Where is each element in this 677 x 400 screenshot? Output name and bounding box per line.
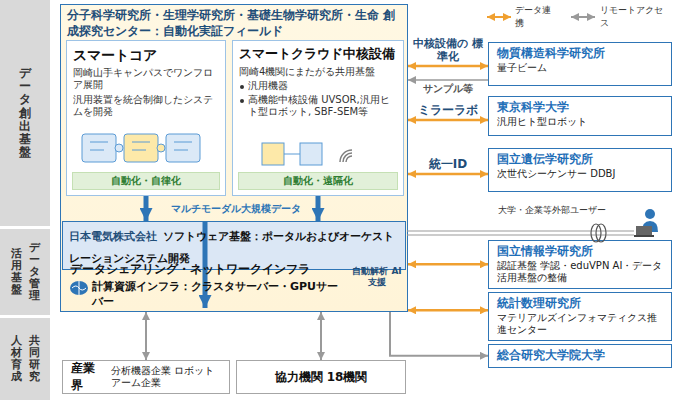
connector — [408, 173, 488, 176]
partner-box: 国立情報学研究所認証基盤 学認・eduVPN AI・データ活用基盤の整備 — [488, 240, 672, 289]
edge-label: サンプル等 — [410, 83, 486, 95]
partner-box: 総合研究大学院大学 — [488, 344, 672, 368]
connector — [203, 221, 208, 308]
node-text: 次世代シーケンサー DDBJ — [497, 168, 663, 181]
legend-text: データ連携 — [515, 4, 558, 30]
industry-box: 産業界分析機器企業 ロボットアーム企業 — [62, 360, 230, 394]
node-text: 東京科学大学 — [497, 100, 663, 116]
node-text: 汎用装置を統合制御したシステムを開発 — [73, 94, 219, 118]
node-text: 協力機関 18機関 — [275, 369, 368, 386]
partner-box: 統計数理研究所マテリアルズインフォマティクス推進センター — [488, 292, 672, 341]
node-text: 汎用ヒト型ロボット — [497, 116, 663, 129]
side-label: 共同研究 — [29, 335, 40, 383]
node-text: 岡崎山手キャンパスでワンフロア展開 — [73, 67, 219, 91]
node-text: 自動化・自律化 — [73, 173, 219, 189]
partner-org-box: 協力機関 18機関 — [236, 360, 406, 394]
node-text: データシェアリング・ネットワークインフラ — [70, 261, 340, 277]
connector — [408, 119, 488, 122]
remote-link — [407, 224, 634, 242]
node-text: 物質構造科学研究所 — [497, 46, 663, 62]
side-label: データ創出基盤 — [19, 67, 31, 159]
feature-tag: 自動化・自律化 — [72, 172, 220, 190]
node-text: 岡崎4機関にまたがる共用基盤 — [239, 66, 397, 78]
node-text: 高機能中核設備 UVSOR,汎用ヒト型ロボット, SBF-SEM等 — [239, 94, 397, 118]
brain-icon — [70, 281, 88, 295]
note-label: 自動解析 AI支援 — [350, 266, 404, 289]
node-text: 量子ビーム — [497, 62, 663, 75]
node-text: 日本電気株式会社 — [69, 230, 157, 242]
node-text: 汎用機器 — [239, 80, 397, 92]
legend-sample — [486, 12, 511, 22]
connector — [145, 312, 147, 360]
side-label: 活用基盤 — [11, 248, 22, 296]
node-text: 国立情報学研究所 — [497, 244, 663, 260]
note-label: マルチモーダル大規模データ — [162, 203, 310, 215]
connector — [316, 196, 321, 221]
facility-box: スマートコア岡崎山手キャンパスでワンフロア展開汎用装置を統合制御したシステムを開… — [66, 40, 226, 196]
legend-sample — [570, 12, 595, 22]
partner-box: 物質構造科学研究所量子ビーム — [488, 42, 672, 86]
edge-label: 中核設備の 標準化 — [410, 37, 486, 63]
connector — [144, 196, 149, 221]
side-band — [0, 229, 50, 315]
infra-panel: データシェアリング・ネットワークインフラ計算資源インフラ：クラスタサーバー・GP… — [64, 258, 346, 308]
node-text: 総合研究大学院大学 — [497, 348, 663, 364]
connector — [408, 79, 488, 81]
note-label: 大学・企業等外部ユーザー — [498, 205, 628, 216]
node-text: 分析機器企業 ロボットアーム企業 — [111, 365, 221, 390]
connector — [390, 312, 488, 356]
legend-text: リモートアクセス — [600, 4, 669, 30]
legend: データ連携 リモートアクセス — [486, 4, 677, 30]
edge-label: 統一ID — [410, 157, 486, 171]
partner-box: 国立遺伝学研究所次世代シーケンサー DDBJ — [488, 148, 672, 192]
feature-tag: 自動化・遠隔化 — [238, 172, 398, 190]
node-text: 計算資源インフラ：クラスタサーバー・GPUサーバー — [70, 280, 340, 310]
node-text: 国立遺伝学研究所 — [497, 152, 663, 168]
connector — [408, 263, 488, 266]
node-text: スマートコア — [73, 46, 219, 64]
side-label: データ管理 — [29, 242, 40, 302]
node-text: 産業界 — [71, 360, 97, 394]
connector — [408, 65, 488, 68]
edge-label: ミラーラボ — [410, 103, 486, 117]
node-text: 分子科学研究所・生理学研究所・基礎生物学研究所・生命 創成探究センター：自動化実… — [61, 5, 407, 42]
node-text: 自動化・遠隔化 — [239, 173, 397, 189]
side-band — [0, 318, 50, 400]
device-icon — [262, 143, 352, 165]
node-text: マテリアルズインフォマティクス推進センター — [497, 312, 663, 337]
node-text: 認証基盤 学認・eduVPN AI・データ活用基盤の整備 — [497, 260, 663, 285]
connector — [408, 309, 488, 312]
side-label: 人材育成 — [11, 335, 22, 383]
node-text: 統計数理研究所 — [497, 296, 663, 312]
connector — [320, 312, 322, 360]
partner-box: 東京科学大学汎用ヒト型ロボット — [488, 96, 672, 136]
puzzle-icon — [82, 134, 200, 162]
node-text: スマートクラウド中核設備 — [239, 46, 397, 63]
user-icon — [634, 209, 658, 237]
facility-box: スマートクラウド中核設備岡崎4機関にまたがる共用基盤汎用機器高機能中核設備 UV… — [232, 40, 404, 196]
field-region: 分子科学研究所・生理学研究所・基礎生物学研究所・生命 創成探究センター：自動化実… — [60, 4, 408, 312]
